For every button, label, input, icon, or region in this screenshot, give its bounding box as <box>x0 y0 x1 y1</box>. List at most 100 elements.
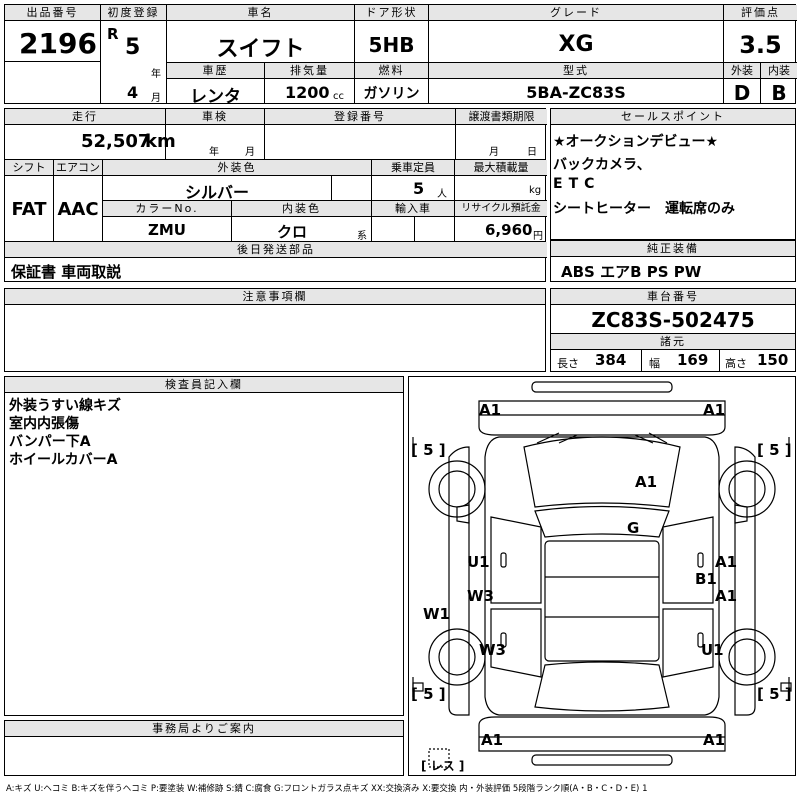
displacement: 1200 <box>285 83 330 102</box>
score: 3.5 <box>739 31 782 59</box>
insp-month-unit: 月 <box>245 147 255 158</box>
colorno-label: カラーNo. <box>103 201 231 217</box>
era: R <box>107 25 119 43</box>
damage-windshield: G <box>627 519 640 537</box>
damage-right-pillar: B1 <box>695 570 717 588</box>
int-score: B <box>771 81 787 105</box>
capacity: 5 <box>413 179 425 198</box>
damage-rear-right: A1 <box>703 731 726 749</box>
later-label: 後日発送部品 <box>5 242 547 258</box>
insp-year-unit: 年 <box>209 147 219 158</box>
damage-right-rear-door: A1 <box>715 587 738 605</box>
score-label: 評価点 <box>724 5 797 21</box>
load-label: 最大積載量 <box>455 160 547 176</box>
tire-front-right: [ 5 ] <box>757 441 792 459</box>
interior-unit: 系 <box>357 231 367 242</box>
car-outline <box>412 381 792 768</box>
sales-line: バックカメラ、 <box>553 157 651 173</box>
year-unit: 年 <box>151 69 161 80</box>
recycle-fee: 6,960 <box>485 221 533 239</box>
notes-label: 注意事項欄 <box>5 289 545 305</box>
import-label: 輸入車 <box>372 201 454 217</box>
color-number: ZMU <box>148 221 186 239</box>
height: 150 <box>757 351 789 369</box>
damage-left-rear-fender: W3 <box>479 641 506 659</box>
car-history: レンタ <box>190 87 241 107</box>
length: 384 <box>595 351 627 369</box>
inspector-line: 室内内張傷 <box>9 416 79 432</box>
inspection-label: 車検 <box>166 109 264 125</box>
ac-label: エアコン <box>54 160 102 176</box>
inspector-box: 検査員記入欄 外装うすい線キズ 室内内張傷 バンパー下A ホイールカバーA <box>4 376 404 716</box>
regno-label: 登録番号 <box>265 109 455 125</box>
damage-left-side: W1 <box>423 605 450 623</box>
damage-hood: A1 <box>635 473 658 491</box>
width-label: 幅 <box>649 357 660 370</box>
inspector-line: バンパー下A <box>9 434 91 450</box>
mileage: 52,507 <box>81 131 151 152</box>
sales-point-box: セールスポイント ★オークションデビュー★ バックカメラ、 ETC シートヒータ… <box>550 108 796 240</box>
door-label: ドア形状 <box>355 5 428 21</box>
recycle-label: リサイクル預託金 <box>455 201 547 217</box>
later-parts: 保証書 車両取説 <box>11 263 122 281</box>
notes-box: 注意事項欄 <box>4 288 546 372</box>
history-label: 車歴 <box>167 63 264 79</box>
load-unit: kg <box>529 185 542 196</box>
grade: XG <box>558 32 594 57</box>
reg-year: 5 <box>125 35 141 60</box>
chassis-box: 車台番号 ZC83S-502475 諸元 長さ 384 幅 169 高さ 150 <box>550 288 796 372</box>
specs-label: 諸元 <box>551 334 795 350</box>
inspector-line: ホイールカバーA <box>9 452 118 468</box>
inspector-label: 検査員記入欄 <box>5 377 403 393</box>
int-label: 内装 <box>761 63 797 79</box>
damage-right-front-door: A1 <box>715 553 738 571</box>
door-type: 5HB <box>368 33 415 57</box>
damage-rear-left: A1 <box>481 731 504 749</box>
fuel-label: 燃料 <box>355 63 428 79</box>
spare-tire: [ レス ] <box>421 759 465 773</box>
grade-label: グレード <box>429 5 723 21</box>
interior-label: 内装色 <box>232 201 371 217</box>
tire-rear-left: [ 5 ] <box>411 685 446 703</box>
model-code: 5BA-ZC83S <box>526 83 626 102</box>
tire-rear-right: [ 5 ] <box>757 685 792 703</box>
capacity-label: 乗車定員 <box>372 160 454 176</box>
first-reg-label: 初度登録 <box>101 5 166 21</box>
damage-front-right: A1 <box>703 401 726 419</box>
model-label: 型式 <box>429 63 723 79</box>
lot-label: 出品番号 <box>5 5 100 21</box>
km-unit: km <box>145 131 176 152</box>
equipment-box: 純正装備 ABS エアB PS PW <box>550 240 796 282</box>
mileage-label: 走行 <box>5 109 165 125</box>
shift-label: シフト <box>5 160 53 176</box>
fuel: ガソリン <box>363 86 420 102</box>
ac: AAC <box>57 199 99 220</box>
damage-left-rear-door: W3 <box>467 587 494 605</box>
displacement-label: 排気量 <box>265 63 354 79</box>
car-name: スイフト <box>216 37 305 62</box>
office-box: 事務局よりご案内 <box>4 720 404 776</box>
chassis-number: ZC83S-502475 <box>591 308 755 332</box>
length-label: 長さ <box>557 357 579 370</box>
tire-front-left: [ 5 ] <box>411 441 446 459</box>
reg-month: 4 <box>127 83 139 102</box>
header-table: 出品番号 2196 初度登録 R 5 年 4 月 車名 スイフト ドア形状 5H… <box>4 4 797 107</box>
cc-unit: cc <box>333 91 344 102</box>
equipment: ABS エアB PS PW <box>561 263 702 281</box>
damage-front-left: A1 <box>479 401 502 419</box>
chassis-label: 車台番号 <box>551 289 795 305</box>
tr-day-unit: 日 <box>527 147 537 158</box>
legend: A:キズ U:ヘコミ B:キズを伴うヘコミ P:要塗装 W:補修跡 S:錆 C:… <box>6 784 648 794</box>
vehicle-detail-table: 走行 52,507 km 車検 年 月 登録番号 譲渡書類期限 月 日 シフト … <box>4 108 547 282</box>
sales-label: セールスポイント <box>551 109 795 125</box>
ext-label: 外装 <box>724 63 760 79</box>
interior-color: クロ <box>276 223 307 241</box>
ext-score: D <box>733 81 751 105</box>
tr-month-unit: 月 <box>489 147 499 158</box>
shift: FAT <box>11 199 47 220</box>
width: 169 <box>677 351 709 369</box>
transfer-label: 譲渡書類期限 <box>456 109 547 125</box>
damage-right-rear-fender: U1 <box>701 641 724 659</box>
height-label: 高さ <box>725 357 747 370</box>
color-label: 外装色 <box>103 160 371 176</box>
